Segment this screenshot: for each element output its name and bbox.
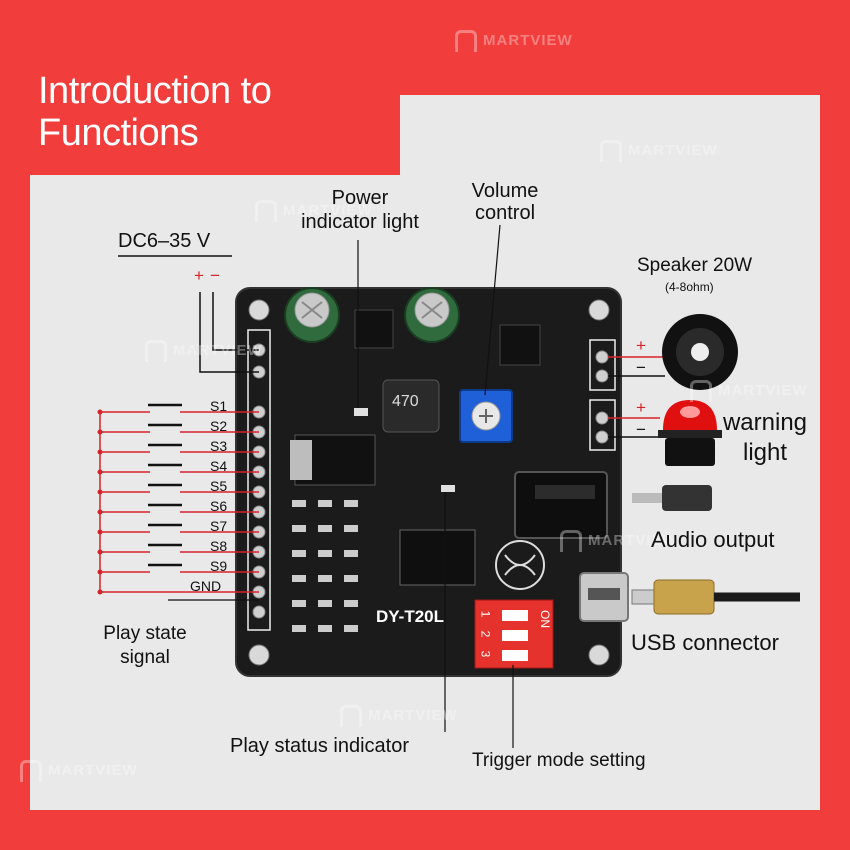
watermark: MARTVIEW	[255, 200, 373, 222]
button-wiring	[99, 411, 259, 593]
speaker-minus: −	[636, 358, 646, 377]
pin-label: S8	[210, 538, 228, 554]
push-button-switches	[148, 403, 182, 567]
inductor	[382, 379, 440, 433]
pin-label: S4	[210, 458, 228, 474]
brand-logo-icon	[340, 705, 362, 727]
speaker-icon	[662, 314, 738, 390]
power-indicator-label: Power indicator light	[270, 186, 450, 234]
power-led	[354, 408, 368, 416]
watermark: MARTVIEW	[340, 705, 458, 727]
power-indicator-line-1: Power	[331, 187, 389, 209]
brand-logo-icon	[455, 30, 477, 52]
speaker-plus: +	[636, 336, 646, 355]
board-model: DY-T20L	[376, 607, 445, 626]
brand-logo-icon	[20, 760, 42, 782]
power-minus: −	[210, 266, 220, 285]
warning-minus: −	[636, 420, 646, 439]
trigger-mode-label: Trigger mode setting	[472, 750, 646, 771]
dip-on-label: ON	[538, 610, 552, 628]
pin-label: S7	[210, 518, 228, 534]
play-state-signal-line-1: Play state	[103, 623, 187, 644]
volume-control-line-2: control	[474, 202, 536, 224]
watermark: MARTVIEW	[20, 760, 138, 782]
warning-light-line-1: warning	[722, 409, 808, 436]
audio-jack	[514, 471, 608, 539]
warning-light-label: warning light	[710, 408, 820, 468]
warning-light-line-2: light	[742, 439, 788, 466]
brand-logo-icon	[145, 340, 167, 362]
capacitor-2	[404, 287, 460, 343]
pcb-board	[235, 287, 629, 677]
watermark: MARTVIEW	[600, 140, 718, 162]
volume-potentiometer	[459, 389, 513, 443]
watermark: MARTVIEW	[560, 530, 678, 552]
volume-control-line-1: Volume	[471, 180, 539, 202]
brand-logo-icon	[690, 380, 712, 402]
title-line-1: Introduction to	[38, 70, 272, 112]
pin-label: S6	[210, 498, 228, 514]
pin-label: S2	[210, 418, 228, 434]
dip-position-2: 2	[478, 630, 493, 638]
speaker-ohm-label: (4-8ohm)	[665, 280, 714, 294]
brand-logo-icon	[255, 200, 277, 222]
inductor-label: 470	[392, 393, 419, 410]
leader-lines	[168, 224, 514, 748]
warning-light-icon	[658, 400, 722, 466]
power-plus: +	[194, 266, 204, 285]
pin-label: S1	[210, 398, 228, 414]
brand-logo-icon	[560, 530, 582, 552]
capacitor-1	[284, 287, 340, 343]
power-wires	[118, 255, 259, 373]
dip-switch	[474, 599, 554, 669]
main-chip	[399, 529, 476, 586]
title-line-2: Functions	[38, 112, 199, 154]
pin-label-gnd: GND	[190, 578, 222, 594]
watermark: MARTVIEW	[690, 380, 808, 402]
dip-position-3: 3	[478, 650, 493, 658]
brand-logo-icon	[600, 140, 622, 162]
watermark: MARTVIEW	[455, 30, 573, 52]
warning-plus: +	[636, 398, 646, 417]
usb-cable-icon	[631, 579, 800, 615]
play-status-led	[441, 485, 455, 492]
watermark: MARTVIEW	[145, 340, 263, 362]
audio-plug-icon	[632, 485, 712, 511]
volume-control-label: Volume control	[445, 180, 565, 224]
pin-label: S5	[210, 478, 228, 494]
dip-position-1: 1	[478, 610, 493, 618]
pin-label: S9	[210, 558, 228, 574]
pin-label: S3	[210, 438, 228, 454]
speaker-label: Speaker 20W	[637, 255, 753, 276]
audio-output-label: Audio output	[651, 527, 775, 552]
play-state-signal-line-2: signal	[120, 647, 170, 668]
play-state-signal-label: Play state signal	[70, 622, 220, 670]
play-status-indicator-label: Play status indicator	[230, 735, 409, 757]
usb-connector-label: USB connector	[631, 630, 779, 655]
power-input-label: DC6–35 V	[118, 230, 211, 252]
power-indicator-line-2: indicator light	[301, 211, 419, 233]
page-title: Introduction to Functions	[38, 70, 272, 154]
